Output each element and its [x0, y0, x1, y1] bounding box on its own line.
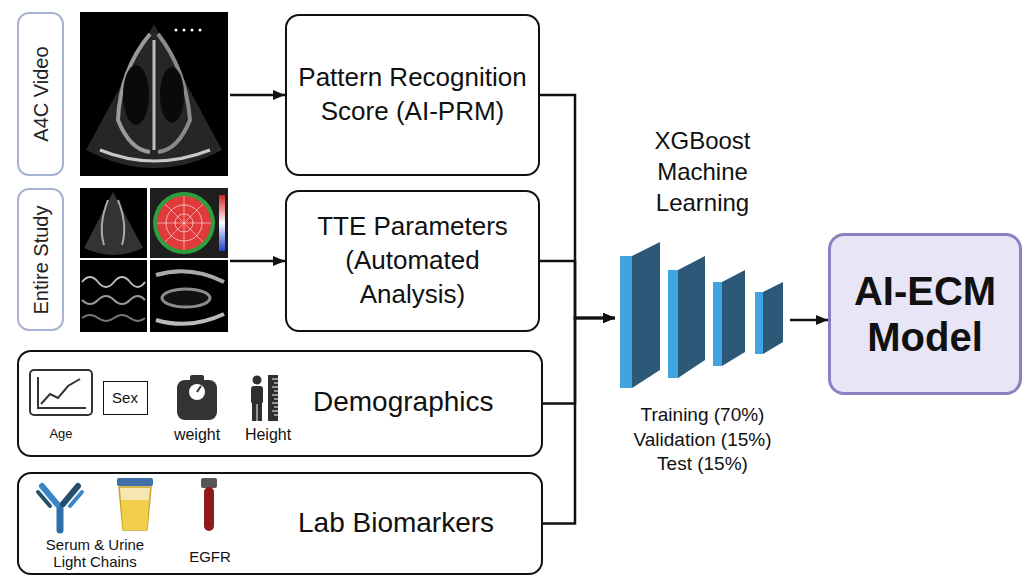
flow-arrow	[230, 260, 285, 263]
box-label: Sex	[112, 388, 138, 408]
vertical-label: A4C Video	[28, 46, 53, 141]
echo-image	[100, 150, 210, 161]
antibody-icon	[38, 486, 82, 530]
height-icon	[272, 379, 278, 415]
echo-image	[80, 12, 228, 176]
urine-cup-icon	[121, 500, 149, 530]
study-collage	[219, 195, 225, 251]
scale-icon	[197, 386, 201, 392]
study-collage	[80, 260, 147, 332]
icon-caption: weight	[174, 426, 220, 444]
study-collage	[150, 188, 228, 258]
blood-tube-icon	[201, 478, 217, 531]
age-icon	[41, 379, 80, 404]
vertical-label: Entire Study	[28, 205, 53, 314]
echo-image	[191, 29, 194, 32]
panel-title: Lab Biomarkers	[298, 507, 494, 539]
study-collage	[84, 192, 143, 255]
height-icon	[253, 376, 262, 385]
model-layers	[620, 256, 632, 388]
study-collage	[157, 196, 211, 250]
echo-image	[80, 12, 228, 176]
study-collage	[150, 260, 228, 332]
study-collage	[80, 188, 147, 258]
model-block: XGBoost Machine LearningTraining (70%) V…	[615, 125, 790, 477]
height-icon	[268, 375, 278, 421]
model-layers	[713, 282, 722, 366]
antibody-icon	[70, 492, 82, 506]
input-label: Entire Study	[17, 188, 64, 331]
output-box: AI-ECM Model	[828, 233, 1022, 395]
scale-icon	[177, 375, 217, 420]
flow-arrow	[790, 319, 828, 322]
echo-image	[118, 34, 150, 152]
age-icon	[38, 377, 86, 408]
feature-panel: Serum & Urine Light Chains EGFR Lab Biomar…	[17, 472, 543, 575]
echo-image	[153, 40, 156, 150]
box-label: TTE Parameters (Automated Analysis)	[305, 210, 520, 311]
echo-image	[175, 29, 178, 32]
connector-layer	[230, 95, 828, 524]
study-collage	[82, 277, 145, 287]
input-label: A4C Video	[17, 12, 64, 176]
box-label: Pattern Recognition Score (AI-PRM)	[297, 61, 529, 129]
study-collage	[162, 289, 210, 307]
echo-image	[123, 65, 149, 125]
echo-image	[86, 24, 222, 168]
model-layers	[620, 242, 783, 388]
study-collage	[82, 315, 145, 321]
urine-cup-icon	[117, 478, 153, 530]
study-collage	[80, 188, 228, 332]
echo-image	[183, 29, 186, 32]
study-collage	[153, 192, 215, 254]
antibody-icon	[38, 492, 50, 506]
height-icon	[252, 403, 257, 421]
height-icon	[251, 386, 263, 404]
urine-cup-icon	[117, 478, 153, 486]
study-collage	[156, 271, 224, 282]
panel-title: Demographics	[313, 386, 494, 418]
age-icon	[30, 370, 92, 415]
feature-panel: Age weight Height Demographics Sex	[17, 350, 543, 457]
process-box: Pattern Recognition Score (AI-PRM)	[285, 14, 540, 176]
icon-caption: EGFR	[189, 548, 231, 565]
scale-icon	[177, 380, 217, 420]
icon-box: Sex	[103, 381, 148, 415]
model-layers	[722, 270, 745, 366]
flow-arrow	[230, 94, 285, 97]
study-collage	[82, 296, 145, 304]
model-layers	[632, 242, 660, 388]
age-icon	[30, 370, 92, 415]
model-title: XGBoost Machine Learning	[638, 125, 768, 219]
echo-image	[199, 29, 202, 32]
icon-caption: Serum & Urine Light Chains	[36, 536, 154, 571]
model-layers	[763, 282, 783, 354]
split-note: Training (70%) Validation (15%) Test (15…	[618, 403, 788, 477]
echo-image	[160, 67, 184, 123]
flow-arrow	[540, 95, 615, 318]
flow-arrow	[540, 261, 615, 318]
icon-caption: Height	[245, 426, 291, 444]
process-box: TTE Parameters (Automated Analysis)	[285, 190, 540, 332]
flow-arrow	[543, 318, 615, 404]
urine-cup-icon	[119, 487, 151, 530]
height-icon	[258, 403, 263, 421]
model-layers	[668, 270, 678, 378]
box-label: AI-ECM Model	[839, 268, 1011, 360]
model-layers	[755, 292, 763, 354]
study-collage	[156, 314, 224, 324]
antibody-icon	[57, 506, 64, 530]
model-layers	[678, 256, 705, 378]
height-icon	[251, 375, 278, 421]
study-collage	[157, 196, 211, 250]
flow-arrow	[543, 318, 615, 524]
study-collage	[102, 200, 125, 245]
echo-image	[158, 34, 190, 152]
scale-icon	[189, 384, 205, 400]
blood-tube-icon	[201, 478, 217, 488]
blood-tube-icon	[204, 487, 214, 531]
icon-caption: Age	[49, 427, 72, 442]
